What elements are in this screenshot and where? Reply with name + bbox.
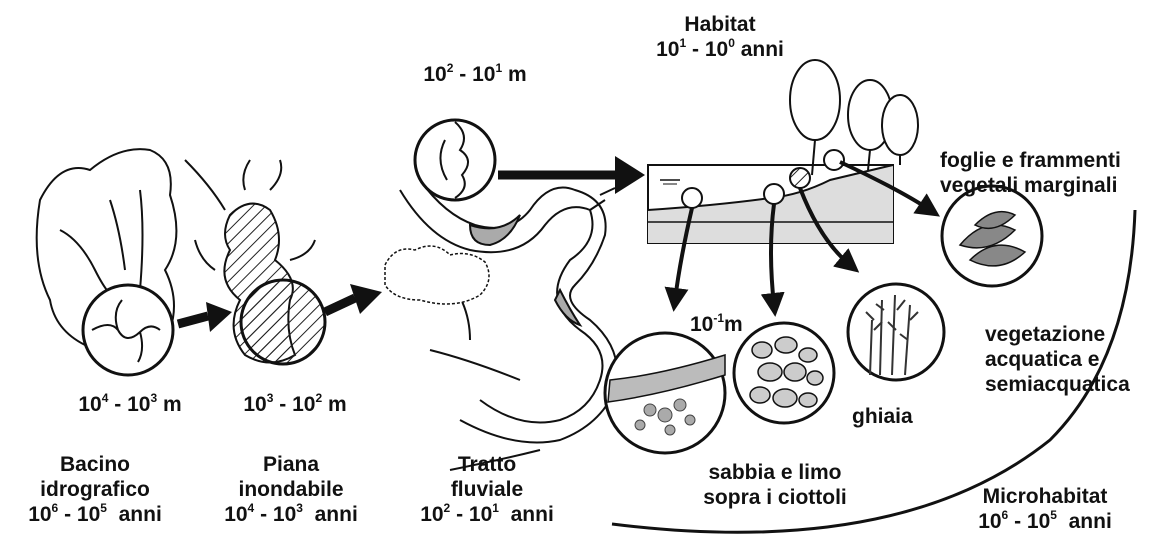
aquatic-plant-circle [848,284,944,380]
aquatic-vegetation-label: vegetazione acquatica e semiacquatica [985,322,1165,397]
reach-label: Tratto fluviale 102 - 101 anni [392,452,582,527]
leaves-label: foglie e frammenti vegetali marginali [940,148,1166,198]
sand-silt-label: sabbia e limo sopra i ciottoli [670,460,880,510]
reach-spatial-scale: 102 - 101 m [380,62,570,87]
basin-spatial-scale: 104 - 103 m [30,392,230,417]
arrow-basin-floodplain [206,302,232,332]
basin-label: Bacino idrografico 106 - 105 anni [0,452,190,527]
floodplain-label: Piana inondabile 104 - 103 anni [196,452,386,527]
arrow-reach-habitat [615,156,645,194]
tree-icon [790,60,918,175]
habitat-label: Habitat 101 - 100 anni [620,12,820,62]
floodplain-zoom-circle [241,280,325,364]
microhabitat-label: Microhabitat 106 - 105 anni [950,484,1140,534]
micro-spatial-scale: 10-1m [690,312,770,337]
gravel-label: ghiaia [852,404,932,429]
reach-zoom-circle [415,120,495,200]
floodplain-spatial-scale: 103 - 102 m [205,392,385,417]
